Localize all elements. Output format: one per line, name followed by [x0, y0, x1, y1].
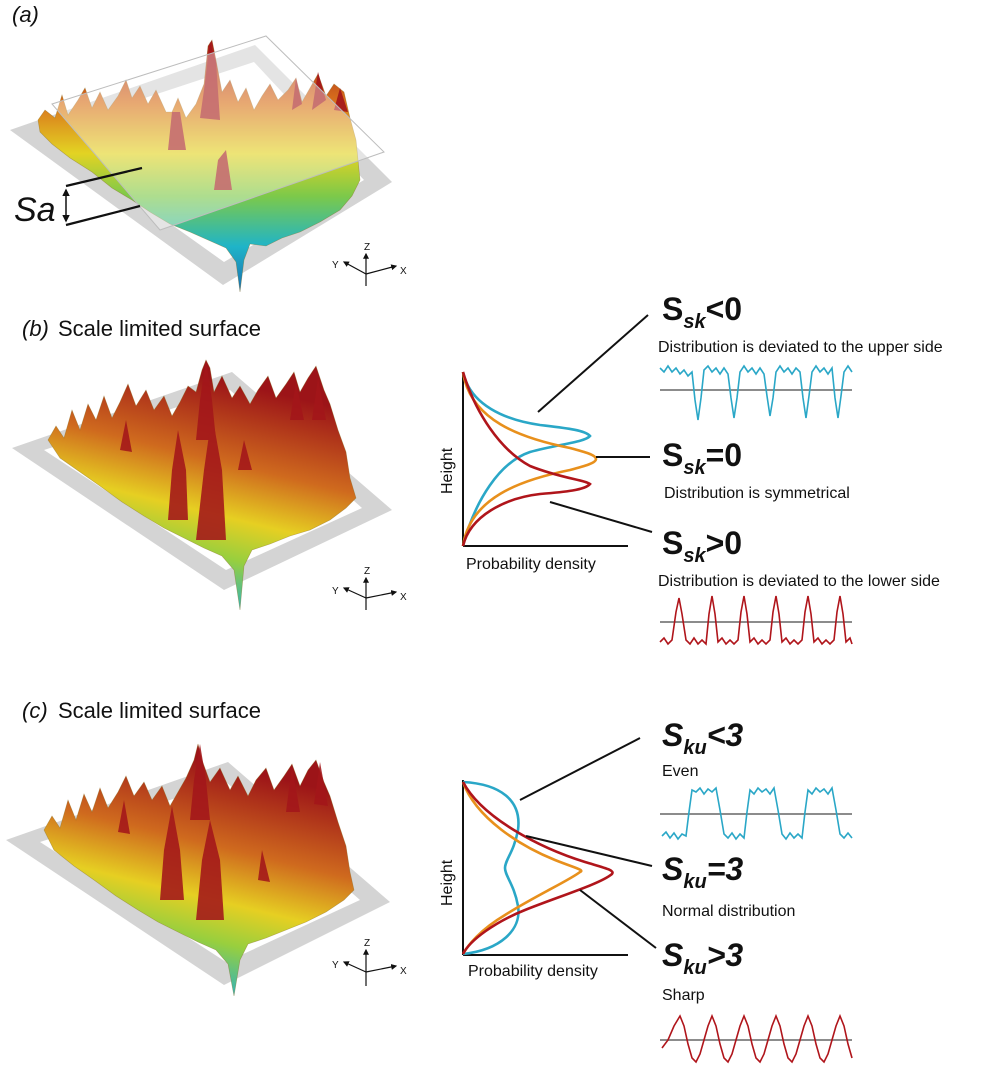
panel-c-xlabel: Probability density — [468, 963, 598, 980]
panel-b-distribution-plot: Height Probability density — [439, 371, 628, 573]
panel-b-leader-1 — [537, 314, 649, 413]
panel-b-axis-y: Y — [332, 586, 339, 597]
panel-b-axis-x: X — [400, 592, 407, 603]
panel-c-case-2-sym: S — [662, 851, 684, 887]
panel-c-case-2-label: Sku=3 — [662, 851, 743, 893]
panel-b-axis-z: Z — [364, 566, 370, 577]
panel-b: (b) Scale limited surface Z Y X — [12, 291, 943, 646]
panel-c-case-3-desc: Sharp — [662, 987, 705, 1004]
panel-b-profile-skew-negative — [659, 364, 853, 421]
panel-c-case-1-sym: S — [662, 717, 684, 753]
panel-c-case-3-rel: >3 — [707, 937, 744, 973]
panel-c-case-2-desc: Normal distribution — [662, 903, 795, 920]
panel-b-case-1-desc: Distribution is deviated to the upper si… — [658, 339, 943, 356]
panel-a-axis-y: Y — [332, 260, 339, 271]
panel-b-profile-skew-positive — [659, 595, 853, 646]
sa-label: Sa — [14, 191, 56, 229]
panel-a: (a) Sa Z Y X — [10, 2, 407, 293]
panel-c-axis-y: Y — [332, 960, 339, 971]
panel-c-case-2-sub: ku — [683, 871, 706, 893]
panel-c-case-1-label: Sku<3 — [662, 717, 743, 759]
panel-c-case-3-sub: ku — [683, 957, 706, 979]
panel-c-axis-z: Z — [364, 938, 370, 949]
panel-c-case-3-sym: S — [662, 937, 684, 973]
panel-b-case-2-rel: =0 — [706, 437, 742, 473]
panel-c-ylabel: Height — [439, 859, 456, 906]
panel-c-surface — [43, 743, 355, 997]
panel-b-case-2-sub: sk — [683, 457, 706, 479]
panel-c-case-1-rel: <3 — [707, 717, 744, 753]
panel-c-curve-leptokurtic — [461, 781, 614, 955]
sa-upper-line — [65, 166, 143, 188]
panel-b-axes-triad — [342, 576, 398, 610]
panel-b-letter: (b) — [22, 316, 49, 341]
panel-b-case-1-sub: sk — [683, 311, 706, 333]
panel-c-distribution-plot: Height Probability density — [439, 780, 628, 980]
sa-mean-plane — [51, 35, 385, 231]
panel-b-case-3-sub: sk — [683, 545, 706, 567]
panel-c-case-1-sub: ku — [683, 737, 706, 759]
panel-c-leader-1 — [519, 737, 641, 801]
panel-b-case-3-rel: >0 — [706, 525, 742, 561]
panel-a-axis-z: Z — [364, 242, 370, 253]
panel-b-case-3-label: Ssk>0 — [662, 525, 742, 567]
panel-b-xlabel: Probability density — [466, 556, 596, 573]
panel-b-case-2-desc: Distribution is symmetrical — [664, 485, 850, 502]
panel-a-surface — [37, 39, 361, 293]
panel-c-leader-3 — [579, 889, 657, 949]
panel-c-profile-platykurtic — [660, 785, 853, 841]
panel-b-ylabel: Height — [439, 447, 456, 494]
panel-a-letter: (a) — [12, 2, 39, 27]
panel-c-case-1-desc: Even — [662, 763, 698, 780]
panel-c-axis-x: X — [400, 966, 407, 977]
panel-c-axes-triad — [342, 948, 398, 986]
panel-b-leader-3 — [549, 501, 653, 533]
panel-b-curve-skew-negative — [461, 371, 592, 547]
panel-b-case-3-desc: Distribution is deviated to the lower si… — [658, 573, 940, 590]
panel-b-curve-symmetric — [461, 371, 598, 547]
panel-b-case-1-rel: <0 — [706, 291, 742, 327]
panel-c-case-3-label: Sku>3 — [662, 937, 743, 979]
panel-b-case-3-sym: S — [662, 525, 683, 561]
panel-c-leader-2 — [525, 835, 653, 867]
panel-c-curve-mesokurtic — [461, 781, 583, 955]
sa-lower-line — [65, 204, 141, 227]
panel-c-letter: (c) — [22, 698, 48, 723]
panel-c: (c) Scale limited surface Z Y X H — [6, 698, 853, 1064]
panel-c-case-2-rel: =3 — [707, 851, 744, 887]
panel-b-peaks — [120, 360, 326, 540]
panel-b-case-1-label: Ssk<0 — [662, 291, 742, 333]
panel-b-surface — [47, 359, 357, 611]
panel-a-peaks — [168, 42, 348, 190]
panel-a-axes-triad — [342, 252, 398, 286]
panel-c-peaks — [118, 744, 328, 920]
panel-b-curve-skew-positive — [461, 371, 592, 547]
panel-c-title: Scale limited surface — [58, 698, 261, 723]
panel-c-profile-leptokurtic — [660, 1013, 853, 1064]
panel-b-case-1-sym: S — [662, 291, 683, 327]
panel-b-case-2-label: Ssk=0 — [662, 437, 742, 479]
panel-c-curve-platykurtic — [462, 780, 520, 956]
panel-a-axis-x: X — [400, 266, 407, 277]
panel-b-title: Scale limited surface — [58, 316, 261, 341]
panel-b-case-2-sym: S — [662, 437, 683, 473]
